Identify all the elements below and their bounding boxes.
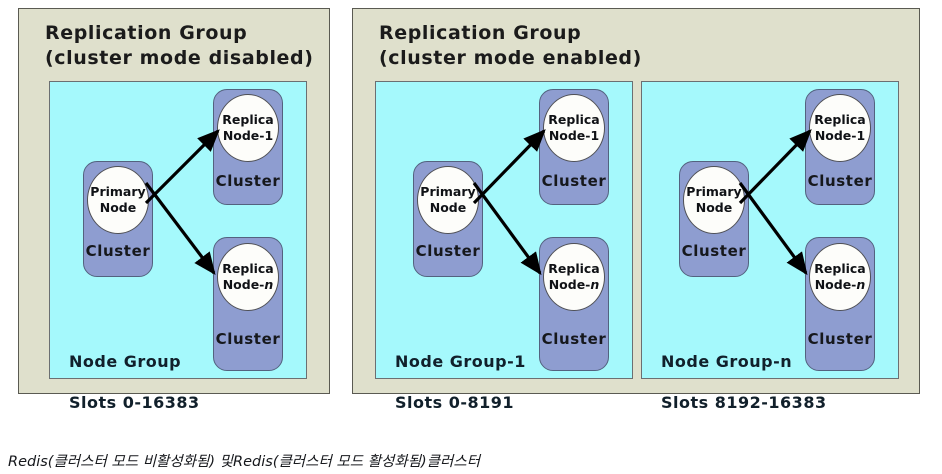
cluster-caption: Cluster (807, 330, 873, 348)
node-replica-n-ngn: Replica Node-n (809, 243, 871, 311)
node-replica-n-ng1: Replica Node-n (543, 243, 605, 311)
node-replica-n-default: Replica Node-n (217, 243, 279, 311)
cluster-caption: Cluster (215, 330, 281, 348)
replication-group-title-enabled: Replication Group (cluster mode enabled) (379, 22, 642, 70)
node-group-label-line2: Slots 8192-16383 (661, 393, 827, 413)
replication-group-title-disabled: Replication Group (cluster mode disabled… (45, 22, 314, 70)
cluster-caption: Cluster (807, 172, 873, 190)
cluster-caption: Cluster (85, 242, 151, 260)
replication-group-panel-disabled: Replication Group (cluster mode disabled… (18, 8, 330, 412)
node-primary-ng1: Primary Node (417, 166, 479, 234)
node-group-label-n: Node Group-n Slots 8192-16383 (661, 331, 827, 435)
node-replica-1-ngn: Replica Node-1 (809, 94, 871, 162)
node-group-label-line2: Slots 0-16383 (69, 393, 200, 413)
node-replica-1-default: Replica Node-1 (217, 94, 279, 162)
node-group-label-line1: Node Group (69, 351, 182, 371)
cluster-caption: Cluster (541, 330, 607, 348)
node-group-label-line2: Slots 0-8191 (395, 393, 515, 413)
figure-caption: Redis(클러스터 모드 비활성화됨) 및Redis(클러스터 모드 활성화됨… (8, 454, 481, 470)
node-primary-ngn: Primary Node (683, 166, 745, 234)
node-group-label-default: Node Group Slots 0-16383 (69, 331, 200, 435)
replication-group-panel-enabled: Replication Group (cluster mode enabled)… (352, 8, 920, 412)
node-group-label-1: Node Group-1 Slots 0-8191 (395, 331, 526, 435)
cluster-caption: Cluster (681, 242, 747, 260)
node-replica-1-ng1: Replica Node-1 (543, 94, 605, 162)
node-group-label-line1: Node Group-n (661, 351, 793, 371)
node-primary-default: Primary Node (87, 166, 149, 234)
cluster-caption: Cluster (215, 172, 281, 190)
node-group-label-line1: Node Group-1 (395, 351, 526, 371)
cluster-caption: Cluster (541, 172, 607, 190)
cluster-caption: Cluster (415, 242, 481, 260)
